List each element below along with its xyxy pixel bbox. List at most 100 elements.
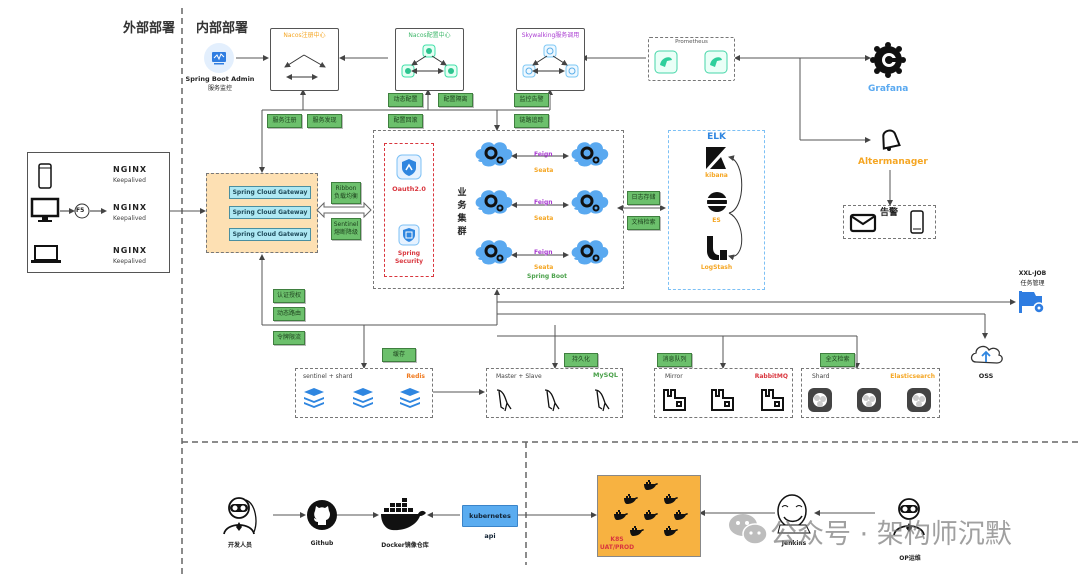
k8s-cluster-box: K8S UAT/PROD bbox=[597, 475, 701, 557]
nacos-registry-arrows-icon bbox=[284, 54, 326, 80]
rabbitmq-nodes bbox=[663, 389, 784, 411]
business-cluster: Oauth2.0 Spring Security 业 务 集 群 Feign S… bbox=[373, 130, 624, 289]
dynamic-route-label: 动态路由 bbox=[273, 307, 305, 321]
persist-label: 持久化 bbox=[564, 353, 598, 367]
redis-title: Redis bbox=[406, 373, 425, 380]
grafana-label: Grafana bbox=[868, 84, 909, 94]
service-cloud-icon bbox=[474, 238, 514, 266]
feign-label: Feign bbox=[534, 199, 553, 206]
oauth-shield-icon bbox=[396, 154, 422, 180]
config-rollback-label: 配置回滚 bbox=[388, 114, 423, 128]
elasticsearch-title: Elasticsearch bbox=[890, 373, 935, 380]
skywalking-nodes-icon bbox=[522, 44, 579, 78]
spring-security-icon bbox=[398, 224, 420, 246]
elasticsearch-mode: Shard bbox=[812, 373, 830, 380]
docker-icon bbox=[381, 498, 426, 531]
ribbon-sub: 负载均衡 bbox=[333, 193, 358, 200]
log-storage-label: 日志存储 bbox=[627, 191, 660, 205]
redis-box: sentinel + shard Redis bbox=[295, 368, 433, 418]
gateway-instance: Spring Cloud Gateway bbox=[229, 206, 311, 219]
business-cluster-title: 业 务 集 群 bbox=[455, 187, 469, 239]
dynamic-config-label: 动态配置 bbox=[388, 93, 423, 107]
service-cloud-icon bbox=[570, 140, 610, 168]
spring-boot-admin-icon bbox=[204, 43, 234, 73]
elk-box: ELK kibana ES LogStash bbox=[668, 130, 765, 290]
sentinel-sub: 熔断降级 bbox=[333, 229, 358, 236]
nacos-config-box: Nacos配置中心 bbox=[395, 28, 464, 91]
spring-security-label: Spring Security bbox=[394, 250, 423, 265]
rabbitmq-title: RabbitMQ bbox=[754, 373, 788, 380]
security-box: Oauth2.0 Spring Security bbox=[384, 143, 434, 277]
nacos-config-nodes-icon bbox=[401, 44, 458, 78]
redis-node-icon bbox=[400, 388, 420, 408]
docker-registry-label: Docker镜像仓库 bbox=[381, 542, 429, 549]
wechat-icon bbox=[729, 514, 768, 545]
gateway-cluster: Spring Cloud Gateway Spring Cloud Gatewa… bbox=[206, 173, 318, 253]
mysql-dolphin-icon bbox=[496, 389, 512, 412]
trace-label: 链路追踪 bbox=[514, 114, 549, 128]
mysql-box: Master + Slave MySQL bbox=[486, 368, 623, 418]
github-label: Github bbox=[310, 540, 334, 547]
kibana-label: kibana bbox=[705, 172, 728, 179]
rabbitmq-mode: Mirror bbox=[665, 373, 683, 380]
service-discovery-label: 服务发现 bbox=[307, 114, 342, 128]
mysql-dolphin-icon bbox=[594, 389, 610, 412]
container-icon bbox=[644, 480, 658, 490]
github-icon bbox=[307, 500, 337, 530]
nginx-label-3: NGINX bbox=[113, 246, 148, 255]
ops-icon bbox=[893, 498, 925, 536]
altermanager-label: Altermanager bbox=[858, 157, 928, 167]
redis-nodes bbox=[304, 388, 420, 408]
container-icon bbox=[644, 510, 658, 520]
keepalived-label-1: Keepalived bbox=[113, 177, 146, 184]
ribbon-title: Ribbon bbox=[335, 185, 357, 192]
elk-flow-arrows bbox=[728, 155, 743, 261]
service-cloud-icon bbox=[474, 188, 514, 216]
mobile-client-icon bbox=[38, 163, 52, 189]
alert-box: 告警 bbox=[843, 205, 936, 239]
mysql-title: MySQL bbox=[592, 371, 618, 379]
jenkins-label: Jenkins bbox=[781, 540, 807, 547]
external-deploy-title: 外部部署 bbox=[123, 21, 176, 36]
laptop-client-icon bbox=[31, 245, 61, 263]
keepalived-label-3: Keepalived bbox=[113, 258, 146, 265]
watermark-text: 公众号 · 架构师沉默 bbox=[770, 519, 1012, 550]
container-icon bbox=[614, 510, 628, 520]
auth-label: 认证授权 bbox=[273, 289, 305, 303]
developer-label: 开发人员 bbox=[227, 542, 252, 549]
business-title-char: 集 bbox=[457, 214, 467, 224]
nacos-registry-title: Nacos注册中心 bbox=[283, 32, 326, 39]
rabbitmq-node-icon bbox=[761, 389, 784, 411]
config-isolation-label: 配置隔离 bbox=[438, 93, 473, 107]
k8s-containers bbox=[614, 480, 688, 536]
business-title-char: 务 bbox=[457, 201, 467, 211]
oauth-label: Oauth2.0 bbox=[392, 185, 426, 193]
logstash-label: LogStash bbox=[700, 264, 733, 271]
prometheus-box: Prometheus bbox=[648, 37, 735, 81]
nginx-label-2: NGINX bbox=[113, 203, 148, 212]
container-icon bbox=[674, 510, 688, 520]
business-title-char: 群 bbox=[457, 227, 467, 237]
container-icon bbox=[664, 494, 678, 504]
mysql-mode: Master + Slave bbox=[496, 373, 542, 380]
k8s-label: K8S bbox=[610, 536, 624, 543]
container-icon bbox=[630, 526, 644, 536]
service-cloud-icon bbox=[570, 238, 610, 266]
rabbitmq-node-icon bbox=[711, 389, 734, 411]
f5-flow bbox=[60, 203, 107, 219]
gateway-business-double-arrow bbox=[316, 201, 372, 219]
mysql-dolphin-icon bbox=[544, 389, 560, 412]
elasticsearch-node-icon bbox=[808, 388, 832, 412]
elk-title: ELK bbox=[707, 132, 726, 142]
mobile-alert-icon bbox=[910, 210, 924, 234]
spring-boot-admin-label: Spring Boot Admin bbox=[185, 75, 255, 83]
es-label: ES bbox=[712, 217, 721, 224]
nginx-label-1: NGINX bbox=[113, 165, 148, 174]
xxl-job-flag-icon bbox=[1019, 291, 1045, 314]
service-cloud-icon bbox=[474, 140, 514, 168]
es-icon bbox=[706, 192, 728, 212]
k8s-api-box: kubernetes api bbox=[462, 505, 518, 540]
monitor-alert-label: 监控告警 bbox=[514, 93, 549, 107]
seata-label: Seata bbox=[534, 215, 554, 222]
gateway-instance: Spring Cloud Gateway bbox=[229, 228, 311, 241]
